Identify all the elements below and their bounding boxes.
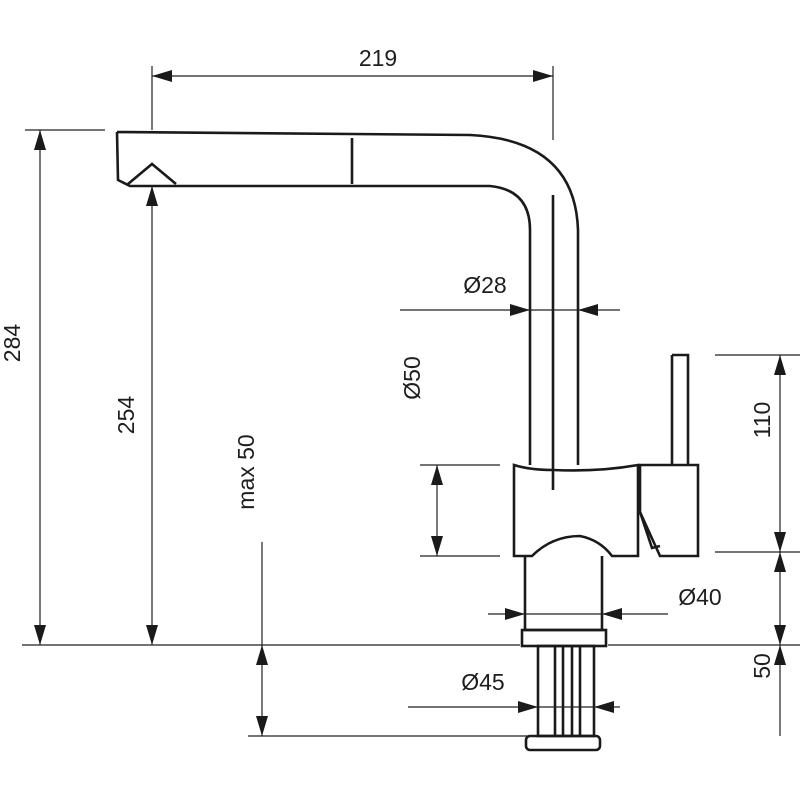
fixing-nut — [524, 734, 602, 752]
label-shank-length: 50 — [749, 653, 775, 679]
label-lever-height: 110 — [749, 402, 775, 439]
mounting-flange — [520, 628, 608, 648]
label-spout-reach: 219 — [359, 45, 397, 71]
dim-total-height — [22, 129, 800, 646]
dim-max-thickness — [248, 542, 535, 737]
lever-tip — [638, 511, 661, 550]
dim-lever-height — [715, 354, 800, 553]
label-shank-diameter: Ø45 — [461, 669, 504, 695]
label-max-thickness: max 50 — [233, 434, 259, 509]
shank — [536, 644, 596, 738]
dim-spout-reach — [151, 66, 554, 140]
label-base-diameter: Ø40 — [678, 584, 721, 610]
dim-shank-length — [774, 552, 786, 736]
dim-spout-diameter — [400, 304, 620, 316]
base-column — [523, 556, 604, 632]
dim-outlet-height — [146, 186, 158, 645]
faucet-body — [512, 463, 640, 558]
lever-handle — [670, 353, 690, 466]
dim-base-diameter — [488, 608, 668, 620]
dim-shank-diameter — [408, 701, 620, 713]
label-outlet-height: 254 — [113, 396, 139, 435]
label-spout-diameter: Ø28 — [463, 272, 506, 298]
lever-housing — [638, 463, 700, 558]
label-total-height: 284 — [0, 324, 25, 363]
label-body-diameter: Ø50 — [399, 356, 425, 399]
dim-body-diameter — [420, 464, 500, 557]
spout — [115, 130, 580, 465]
aerator-nozzle — [127, 162, 177, 185]
faucet-outline — [115, 130, 700, 752]
